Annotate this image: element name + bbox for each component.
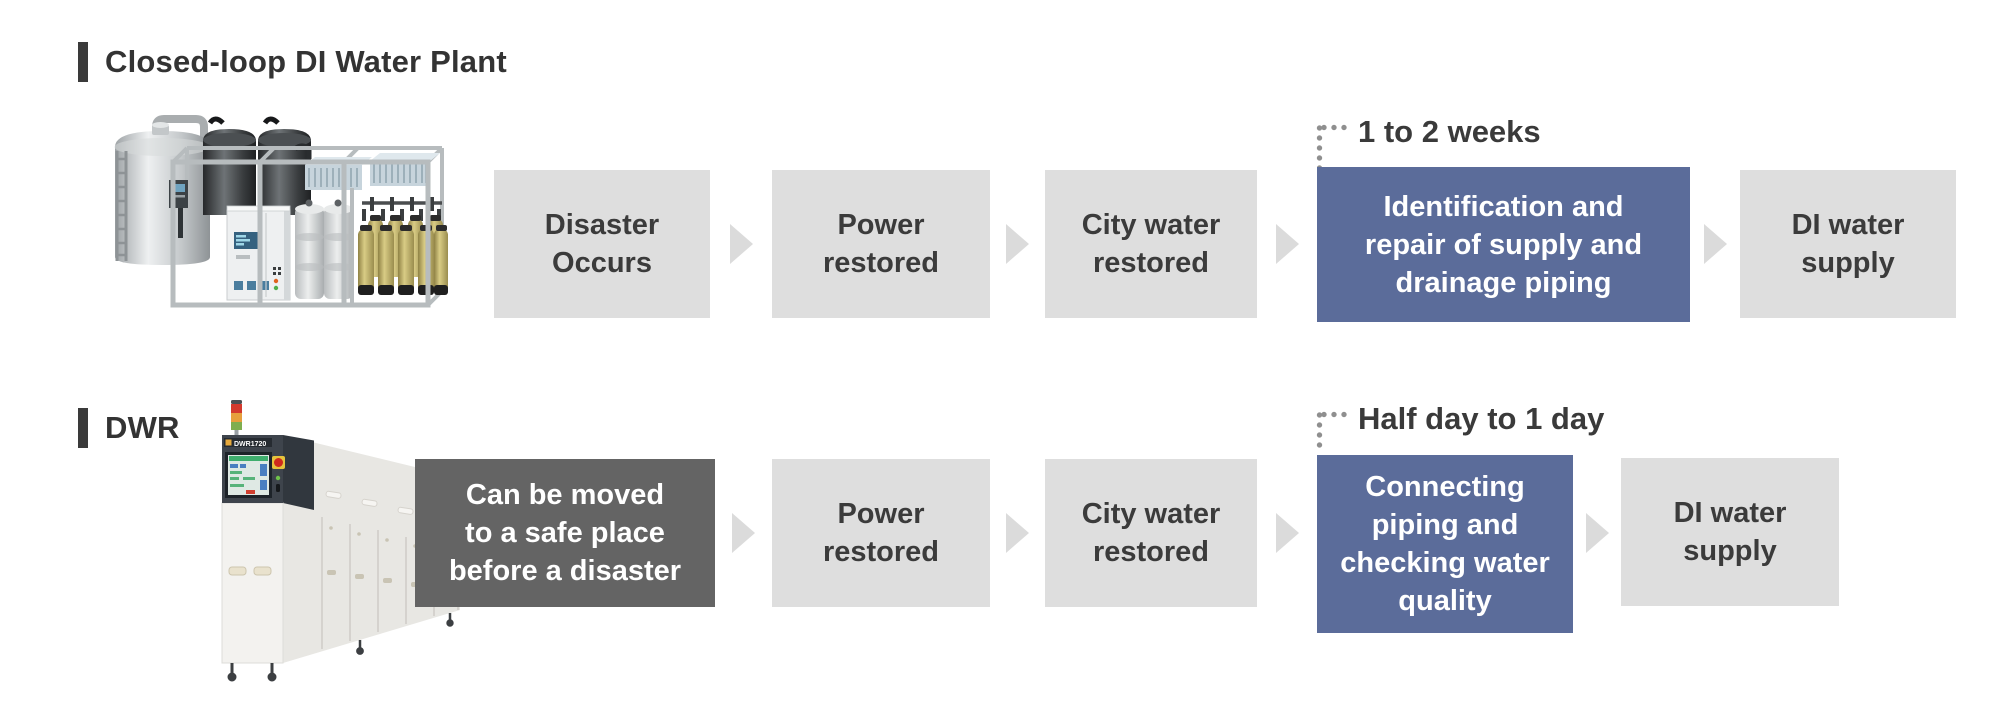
feature-step-box: Can be moved to a safe place before a di…: [415, 459, 715, 607]
signal-tower-icon: [231, 400, 242, 438]
di-water-plant-illustration: [114, 115, 448, 308]
section-title: DWR: [105, 410, 180, 445]
step-box: DI water supply: [1621, 458, 1839, 606]
arrow-right-icon: [1006, 224, 1029, 264]
machine-feet: [227, 613, 454, 682]
control-head-icon: DWR1720: [222, 435, 285, 503]
highlight-step-box: Connecting piping and checking water qua…: [1317, 455, 1573, 633]
step-box: Power restored: [772, 170, 990, 318]
frame-front: [170, 159, 431, 308]
arrow-right-icon: [1276, 513, 1299, 553]
storage-tank-icon: [114, 122, 210, 265]
control-head-side: [283, 435, 314, 510]
dark-tanks-icon: [203, 116, 312, 215]
arrow-right-icon: [730, 224, 753, 264]
arrow-right-icon: [1704, 224, 1727, 264]
section-title: Closed-loop DI Water Plant: [105, 44, 507, 79]
dotted-corner-icon: [1319, 123, 1348, 132]
machine-model-label: DWR1720: [234, 441, 266, 448]
step-box: Disaster Occurs: [494, 170, 710, 318]
dotted-corner-icon: [1315, 410, 1324, 452]
step-box: Power restored: [772, 459, 990, 607]
duration-label: Half day to 1 day: [1358, 401, 1605, 436]
heading-bar: [78, 408, 88, 448]
section-heading: Closed-loop DI Water Plant: [78, 42, 507, 82]
step-box: City water restored: [1045, 459, 1257, 607]
dotted-corner-icon: [1319, 410, 1348, 419]
arrow-right-icon: [1006, 513, 1029, 553]
section-heading: DWR: [78, 408, 180, 448]
highlight-step-box: Identification and repair of supply and …: [1317, 167, 1690, 322]
arrow-right-icon: [1586, 513, 1609, 553]
arrow-right-icon: [732, 513, 755, 553]
arrow-right-icon: [1276, 224, 1299, 264]
dotted-corner-icon: [1315, 123, 1324, 167]
front-handles: [228, 566, 272, 576]
cabinet-front: [221, 502, 284, 664]
duration-label: 1 to 2 weeks: [1358, 114, 1541, 149]
ion-exchange-columns-icon: [350, 188, 448, 305]
step-box: DI water supply: [1740, 170, 1956, 318]
air-handler-icon: [305, 153, 440, 190]
heading-bar: [78, 42, 88, 82]
step-box: City water restored: [1045, 170, 1257, 318]
